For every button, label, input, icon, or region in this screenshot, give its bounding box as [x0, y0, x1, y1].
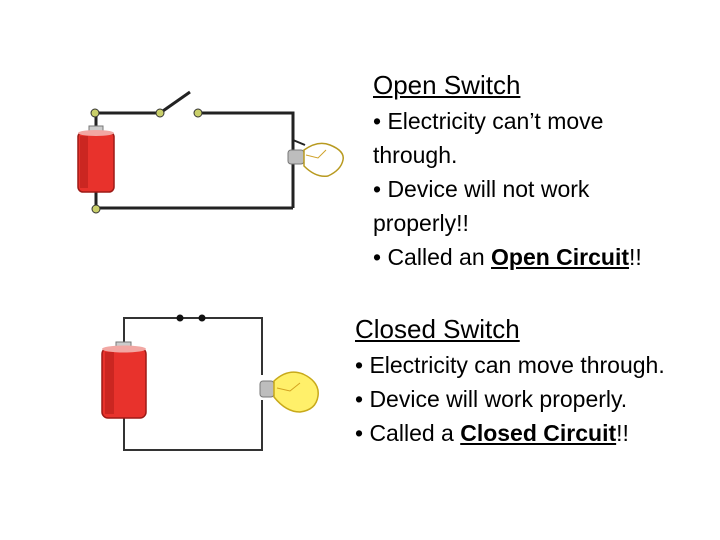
- open-circuit-diagram: [77, 90, 344, 214]
- closed-bullet-3-prefix: • Called a: [355, 420, 461, 446]
- closed-switch-text: Closed Switch • Electricity can move thr…: [355, 312, 715, 450]
- closed-switch-contact: [198, 314, 206, 322]
- closed-circuit-diagram: [101, 314, 319, 451]
- open-bullet-1: • Electricity can’t move through.: [373, 108, 604, 168]
- open-switch-text: Open Switch • Electricity can’t move thr…: [373, 68, 673, 274]
- open-bullet-3-suffix: !!: [629, 244, 642, 270]
- open-circuit-wire: [94, 190, 293, 210]
- switch-terminal: [193, 108, 203, 118]
- closed-circuit-wire: [123, 400, 263, 451]
- open-bullet-3-prefix: • Called an: [373, 244, 492, 270]
- open-circuit-wire: [198, 111, 295, 208]
- closed-switch-heading: Closed Switch: [355, 314, 520, 344]
- closed-bullet-3: • Called a Closed Circuit!!: [355, 416, 715, 450]
- lit-bulb-icon: [259, 371, 319, 413]
- switch-terminal: [90, 108, 100, 118]
- open-switch-heading: Open Switch: [373, 70, 521, 100]
- closed-bullet-2: • Device will work properly.: [355, 386, 628, 412]
- closed-switch-contact: [176, 314, 184, 322]
- closed-bullet-3-suffix: !!: [616, 420, 629, 446]
- closed-bullet-1: • Electricity can move through.: [355, 352, 665, 378]
- open-switch-lever: [159, 90, 191, 115]
- switch-terminal: [155, 108, 165, 118]
- closed-circuit-wire: [123, 317, 263, 375]
- closed-circuit-term: Closed Circuit: [460, 420, 617, 446]
- switch-terminal: [91, 204, 101, 214]
- open-circuit-wire: [292, 139, 306, 146]
- unlit-bulb-icon: [287, 142, 344, 178]
- open-bullet-3: • Called an Open Circuit!!: [373, 240, 673, 274]
- open-circuit-wire: [94, 111, 160, 133]
- battery-icon: [101, 341, 147, 419]
- open-circuit-term: Open Circuit: [491, 244, 630, 270]
- open-bullet-2: • Device will not work properly!!: [373, 176, 590, 236]
- battery-icon: [77, 125, 115, 193]
